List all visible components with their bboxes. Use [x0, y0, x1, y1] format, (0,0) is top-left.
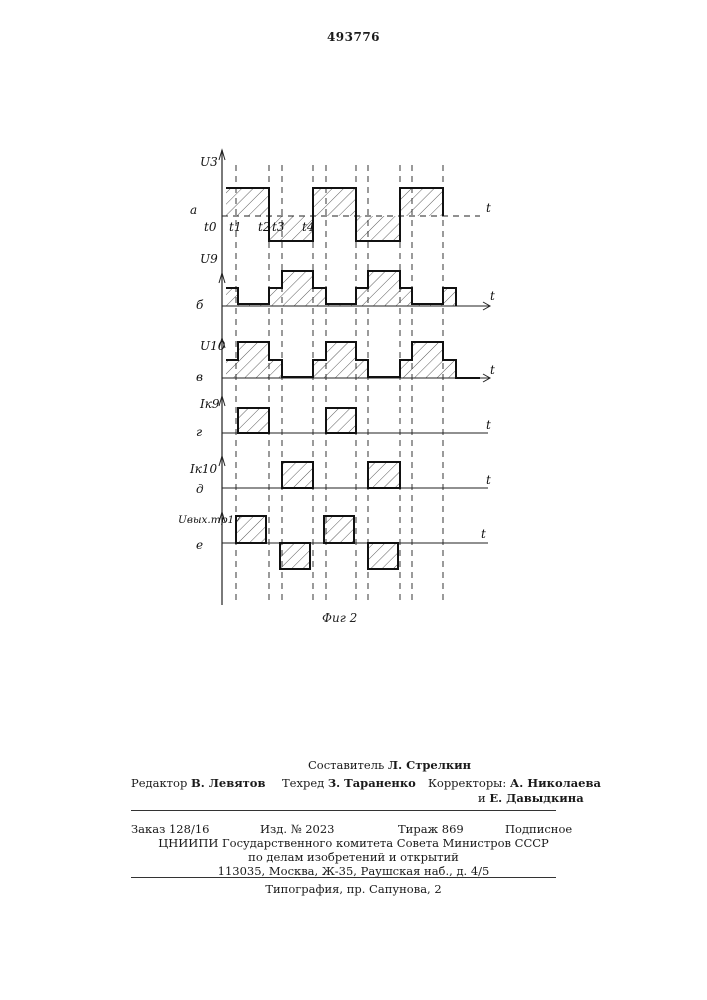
- colophon-divider-top: [131, 810, 556, 811]
- order-number: Заказ 128/16: [131, 822, 209, 836]
- editor-name: В. Левятов: [191, 776, 266, 790]
- axis-t-label-e: t: [486, 473, 491, 487]
- panel-letter-b: б: [196, 298, 204, 312]
- axis-t-label-b: t: [490, 289, 495, 303]
- printing-house: Типография, пр. Сапунова, 2: [0, 882, 707, 896]
- time-mark-t2: t2: [258, 220, 270, 234]
- corrector-1-name: А. Николаева: [510, 776, 601, 790]
- panel-c-waveform: [222, 342, 490, 382]
- editor-label: Редактор: [131, 776, 187, 790]
- edition-number: Изд. № 2023: [260, 822, 335, 836]
- institute-address: 113035, Москва, Ж-35, Раушская наб., д. …: [0, 864, 707, 878]
- compiler-name: Л. Стрелкин: [388, 758, 471, 772]
- signal-label-u3: U3: [200, 155, 218, 169]
- colophon-divider-bottom: [131, 877, 556, 878]
- axis-t-label-f: t: [481, 527, 486, 541]
- correctors-label: Корректоры:: [428, 776, 506, 790]
- figure-caption: Фиг 2: [322, 611, 357, 625]
- subscription: Подписное: [505, 822, 572, 836]
- corrector-2-prefix: и: [478, 791, 486, 805]
- signal-label-uout: Uвых.тр17: [178, 514, 241, 526]
- time-origin-label: t0: [204, 220, 217, 234]
- time-mark-t4: t4: [302, 220, 314, 234]
- axis-t-label-a: t: [486, 201, 491, 215]
- axis-t-label-d: t: [486, 418, 491, 432]
- techred-name: З. Тараненко: [328, 776, 416, 790]
- panel-e-waveform: [222, 462, 488, 488]
- panel-letter-e: д: [196, 482, 204, 496]
- panel-letter-f: е: [196, 538, 203, 552]
- panel-letter-d: г: [196, 425, 202, 439]
- techred-label: Техред: [282, 776, 324, 790]
- panel-d-waveform: [222, 408, 488, 433]
- timing-diagram-figure: U3 U9 U10 Iк9 Iк10 Uвых.тр17 а б в г д е…: [0, 0, 707, 650]
- panel-letter-a: а: [190, 203, 197, 217]
- panel-f-waveform: [222, 516, 488, 569]
- institute-name: ЦНИИПИ Государственного комитета Совета …: [0, 836, 707, 850]
- time-mark-t1: t1: [229, 220, 241, 234]
- corrector-2-name: Е. Давыдкина: [489, 791, 583, 805]
- circulation: Тираж 869: [398, 822, 464, 836]
- time-mark-t3: t3: [272, 220, 285, 234]
- signal-label-ik10: Iк10: [189, 462, 218, 476]
- signal-label-ik9: Iк9: [199, 397, 220, 411]
- signal-label-u9: U9: [200, 252, 218, 266]
- panel-letter-c: в: [196, 370, 203, 384]
- institute-subtitle: по делам изобретений и открытий: [0, 850, 707, 864]
- axis-t-label-c: t: [490, 363, 495, 377]
- compiler-label: Составитель: [308, 758, 384, 772]
- signal-label-u10: U10: [200, 339, 226, 353]
